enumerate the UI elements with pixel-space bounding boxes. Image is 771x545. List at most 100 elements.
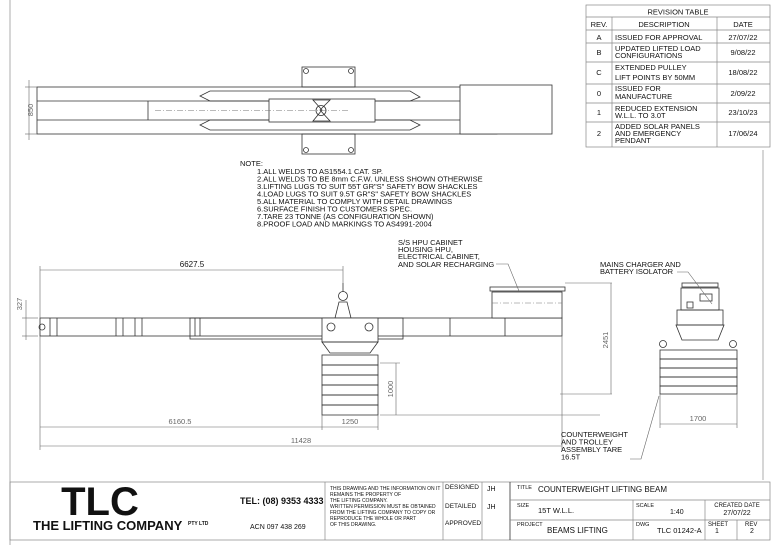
dim-beam-depth: 327 xyxy=(15,298,24,311)
drawing-text: PENDANT xyxy=(615,136,651,145)
detailed-label: DETAILED xyxy=(445,503,477,510)
drawing-text: THIS DRAWING AND THE INFORMATION ON IT xyxy=(330,486,440,492)
drawing-text: ELECTRICAL CABINET, xyxy=(398,252,480,261)
revision-row: 0 ISSUED FOR MANUFACTURE 2/09/22 xyxy=(597,84,756,101)
disclaimer: THIS DRAWING AND THE INFORMATION ON IT R… xyxy=(330,486,440,528)
drawing-text: EXTENDED PULLEY xyxy=(615,63,687,72)
drawing-text: 18/08/22 xyxy=(728,68,757,77)
designed-label: DESIGNED xyxy=(445,484,479,491)
drawing-text: C xyxy=(596,68,602,77)
drawing-text: LIFT POINTS BY 50MM xyxy=(615,73,695,82)
dim-top-width: 850 xyxy=(26,104,35,117)
drawing-text: 16.5T xyxy=(561,453,581,462)
drawing-text: REPRODUCE THE WHOLE OR PART xyxy=(330,516,416,522)
drawing-text: OF THIS DRAWING. xyxy=(330,522,376,528)
description-header: DESCRIPTION xyxy=(638,20,689,29)
note-item: 4.LOAD LUGS TO SUIT 9.5T GR"S" SAFETY BO… xyxy=(257,190,471,199)
dim-overall-length: 11428 xyxy=(291,436,311,445)
note-item: 6.SURFACE FINISH TO CUSTOMERS SPEC. xyxy=(257,205,412,214)
note-item: 3.LIFTING LUGS TO SUIT 55T GR"S" SAFETY … xyxy=(257,182,478,191)
rev-label: REV xyxy=(745,522,757,528)
note-item: 8.PROOF LOAD AND MARKINGS TO AS4991-2004 xyxy=(257,220,432,229)
dim-lug-span: 6627.5 xyxy=(180,260,205,269)
title-label: TITLE xyxy=(517,485,532,491)
drawing-text: ADDED SOLAR PANELS xyxy=(615,122,700,131)
telephone: TEL: (08) 9353 4333 xyxy=(240,496,324,506)
drawing-text: FROM THE LIFTING COMPANY TO COPY OR xyxy=(330,510,436,516)
drawing-text: 2 xyxy=(597,129,601,138)
drawing-text: 27/07/22 xyxy=(728,33,757,42)
drawing-text: 9/08/22 xyxy=(730,48,755,57)
drawing-text: A xyxy=(596,33,601,42)
drawing-text: THE LIFTING COMPANY. xyxy=(330,498,388,504)
tlc-logo: TLC xyxy=(61,480,139,524)
hpu-cabinet xyxy=(491,291,563,319)
title-block: TLC THE LIFTING COMPANY PTY LTD TEL: (08… xyxy=(9,480,771,541)
drawing-text: WRITTEN PERMISSION MUST BE OBTAINED xyxy=(330,504,436,510)
plan-view: 850 xyxy=(25,66,553,155)
drawing-text: 17/06/24 xyxy=(728,129,757,138)
scale-value: 1:40 xyxy=(670,509,684,516)
drawing-text: HOUSING HPU, xyxy=(398,245,453,254)
drawing-text: B xyxy=(596,48,601,57)
revision-row: 2 ADDED SOLAR PANELS AND EMERGENCY PENDA… xyxy=(597,122,758,145)
counterweight-stack xyxy=(321,354,379,416)
sheet-label: SHEET xyxy=(708,522,728,528)
designed-value: JH xyxy=(487,486,496,493)
revision-row: A ISSUED FOR APPROVAL 27/07/22 xyxy=(596,33,757,42)
company-name: THE LIFTING COMPANY xyxy=(33,518,183,533)
revision-row: C EXTENDED PULLEY LIFT POINTS BY 50MM 18… xyxy=(596,63,757,82)
note-item: 7.TARE 23 TONNE (AS CONFIGURATION SHOWN) xyxy=(257,212,434,221)
created-date-value: 27/07/22 xyxy=(723,510,750,517)
drawing-text: REDUCED EXTENSION xyxy=(615,104,698,113)
charger-callout: MAINS CHARGER AND xyxy=(600,260,681,269)
hpu-cabinet-plan xyxy=(459,84,553,135)
detailed-value: JH xyxy=(487,504,496,511)
drawing-text: 23/10/23 xyxy=(728,108,757,117)
revision-table-title: REVISION TABLE xyxy=(648,8,709,17)
dim-to-trolley: 6160.5 xyxy=(169,417,192,426)
project-label: PROJECT xyxy=(517,522,543,528)
drawing-text: CONFIGURATIONS xyxy=(615,51,682,60)
created-date-label: CREATED DATE xyxy=(714,503,759,509)
scale-label: SCALE xyxy=(636,503,654,509)
drawing-text: AND SOLAR RECHARGING xyxy=(398,260,494,269)
dim-trolley-width: 1250 xyxy=(342,417,359,426)
side-elevation: 6627.5 327 6160.5 1250 11428 1000 S/S HP… xyxy=(15,238,600,450)
date-header: DATE xyxy=(733,20,752,29)
drawing-text: MANUFACTURE xyxy=(615,92,672,101)
size-label: SIZE xyxy=(517,503,530,509)
drawing-text: REMAINS THE PROPERTY OF xyxy=(330,492,401,498)
drawing-text: AND EMERGENCY xyxy=(615,129,681,138)
rev-value: 2 xyxy=(750,528,754,535)
drawing-text: 1 xyxy=(597,108,601,117)
hpu-callout: S/S HPU CABINET xyxy=(398,238,463,247)
drawing-text: ISSUED FOR xyxy=(615,84,661,93)
drawing-text: AND TROLLEY xyxy=(561,438,613,447)
drawing-text: W.L.L. TO 3.0T xyxy=(615,111,666,120)
sheet-value: 1 xyxy=(715,528,719,535)
revision-table: REVISION TABLE REV. DESCRIPTION DATE A I… xyxy=(585,4,771,148)
dim-overall-height: 2451 xyxy=(601,332,610,349)
dim-end-width: 1700 xyxy=(690,414,707,423)
drawing-text: 0 xyxy=(597,89,601,98)
note-item: 1.ALL WELDS TO AS1554.1 CAT. SP. xyxy=(257,167,383,176)
notes-heading: NOTE: xyxy=(240,159,263,168)
revision-row: B UPDATED LIFTED LOAD CONFIGURATIONS 9/0… xyxy=(596,44,755,60)
revision-row: 1 REDUCED EXTENSION W.L.L. TO 3.0T 23/10… xyxy=(597,104,758,120)
size-value: 15T W.L.L. xyxy=(538,506,574,515)
note-item: 5.ALL MATERIAL TO COMPLY WITH DETAIL DRA… xyxy=(257,197,452,206)
counterweight-callout: COUNTERWEIGHT xyxy=(561,430,628,439)
note-item: 2.ALL WELDS TO BE 8mm C.F.W. UNLESS SHOW… xyxy=(257,175,483,184)
project-value: BEAMS LIFTING xyxy=(547,526,608,535)
drawing-text: 2/09/22 xyxy=(730,89,755,98)
drawing-text: ASSEMBLY TARE xyxy=(561,445,622,454)
acn: ACN 097 438 269 xyxy=(250,524,306,531)
approved-label: APPROVED xyxy=(445,520,481,527)
rev-header: REV. xyxy=(591,20,608,29)
drawing-text: UPDATED LIFTED LOAD xyxy=(615,44,701,53)
drawing-text: ISSUED FOR APPROVAL xyxy=(615,33,702,42)
dwg-number: TLC 01242-A xyxy=(657,526,702,535)
end-view: 2451 1700 MAINS CHARGER AND BATTERY ISOL… xyxy=(560,260,738,462)
